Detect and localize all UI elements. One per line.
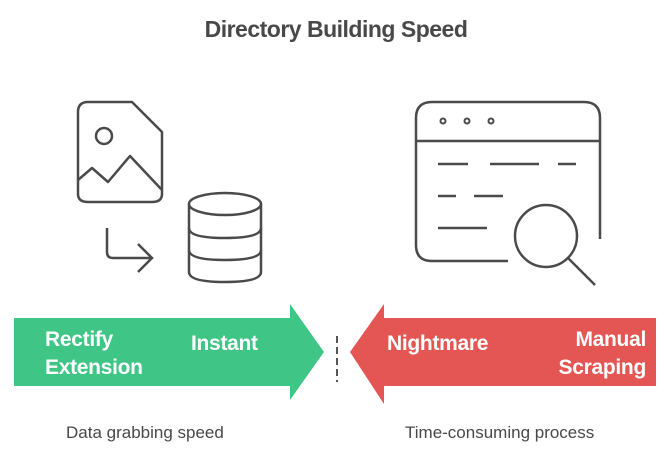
image-file-icon (76, 100, 164, 204)
manual-scraping-label: Manual Scraping (540, 326, 647, 382)
right-caption: Time-consuming process (405, 423, 595, 442)
manual-scraping-line1: Manual (575, 328, 646, 351)
nightmare-arrow-shape (350, 304, 656, 404)
diagram-title: Directory Building Speed (204, 16, 468, 42)
arrow-return-icon (105, 228, 154, 273)
magnifier-icon (513, 203, 596, 286)
rectify-extension-line2: Extension (45, 356, 143, 379)
instant-arrow-shape (14, 304, 324, 400)
center-divider (336, 336, 338, 382)
database-icon (187, 191, 263, 284)
left-caption: Data grabbing speed (66, 423, 224, 442)
nightmare-label: Nightmare (387, 332, 489, 355)
manual-scraping-line2: Scraping (558, 356, 647, 379)
instant-label: Instant (191, 332, 258, 355)
browser-window-icon (414, 100, 602, 263)
instant-arrow (14, 304, 324, 400)
nightmare-arrow (350, 304, 656, 404)
rectify-extension-line1: Rectify (45, 328, 113, 351)
rectify-extension-label: Rectify Extension (45, 326, 143, 382)
